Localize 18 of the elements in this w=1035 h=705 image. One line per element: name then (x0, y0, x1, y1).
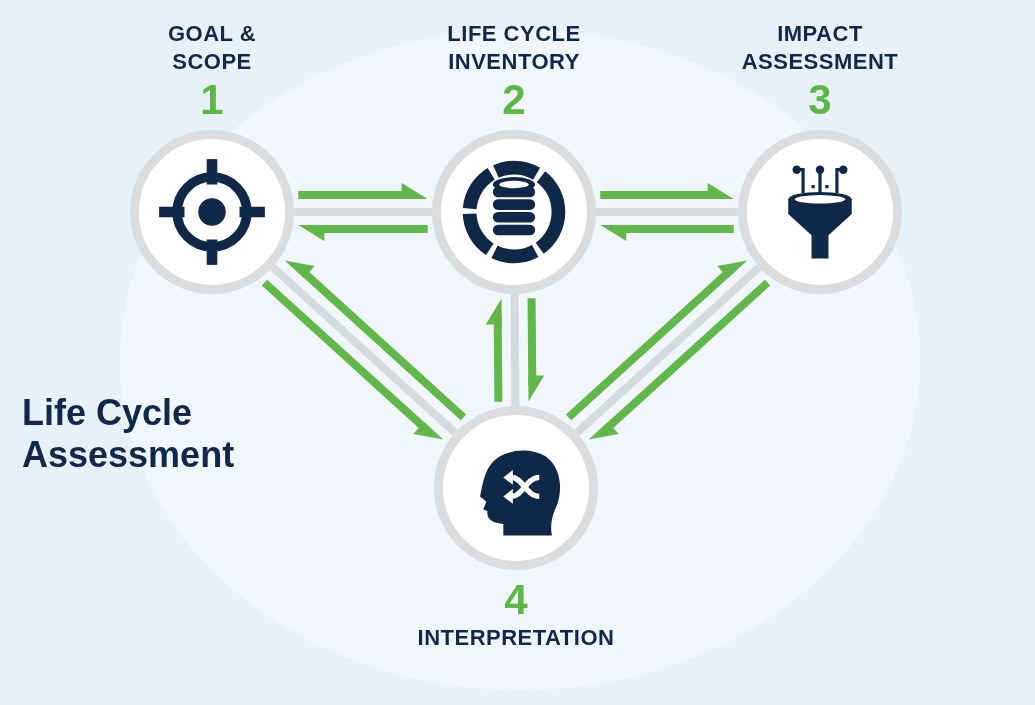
diagram-title: Life Cycle Assessment (22, 392, 236, 476)
arrow (588, 279, 771, 440)
connector-line (574, 264, 762, 436)
step-heading: IMPACT ASSESSMENT (741, 20, 899, 76)
arrow (261, 279, 444, 440)
connector-line (510, 293, 520, 407)
connector-line (270, 264, 458, 436)
connector-line (596, 208, 738, 216)
connector-line (294, 208, 432, 216)
step-heading: INTERPRETATION (416, 624, 616, 652)
step-number: 1 (200, 76, 224, 124)
step-heading: GOAL & SCOPE (166, 20, 258, 76)
step-number: 3 (808, 76, 832, 124)
step-number: 2 (502, 76, 526, 124)
arrow (565, 260, 748, 421)
arrow (284, 260, 467, 421)
step-heading: LIFE CYCLE INVENTORY (446, 20, 582, 76)
step-number: 4 (504, 576, 528, 624)
